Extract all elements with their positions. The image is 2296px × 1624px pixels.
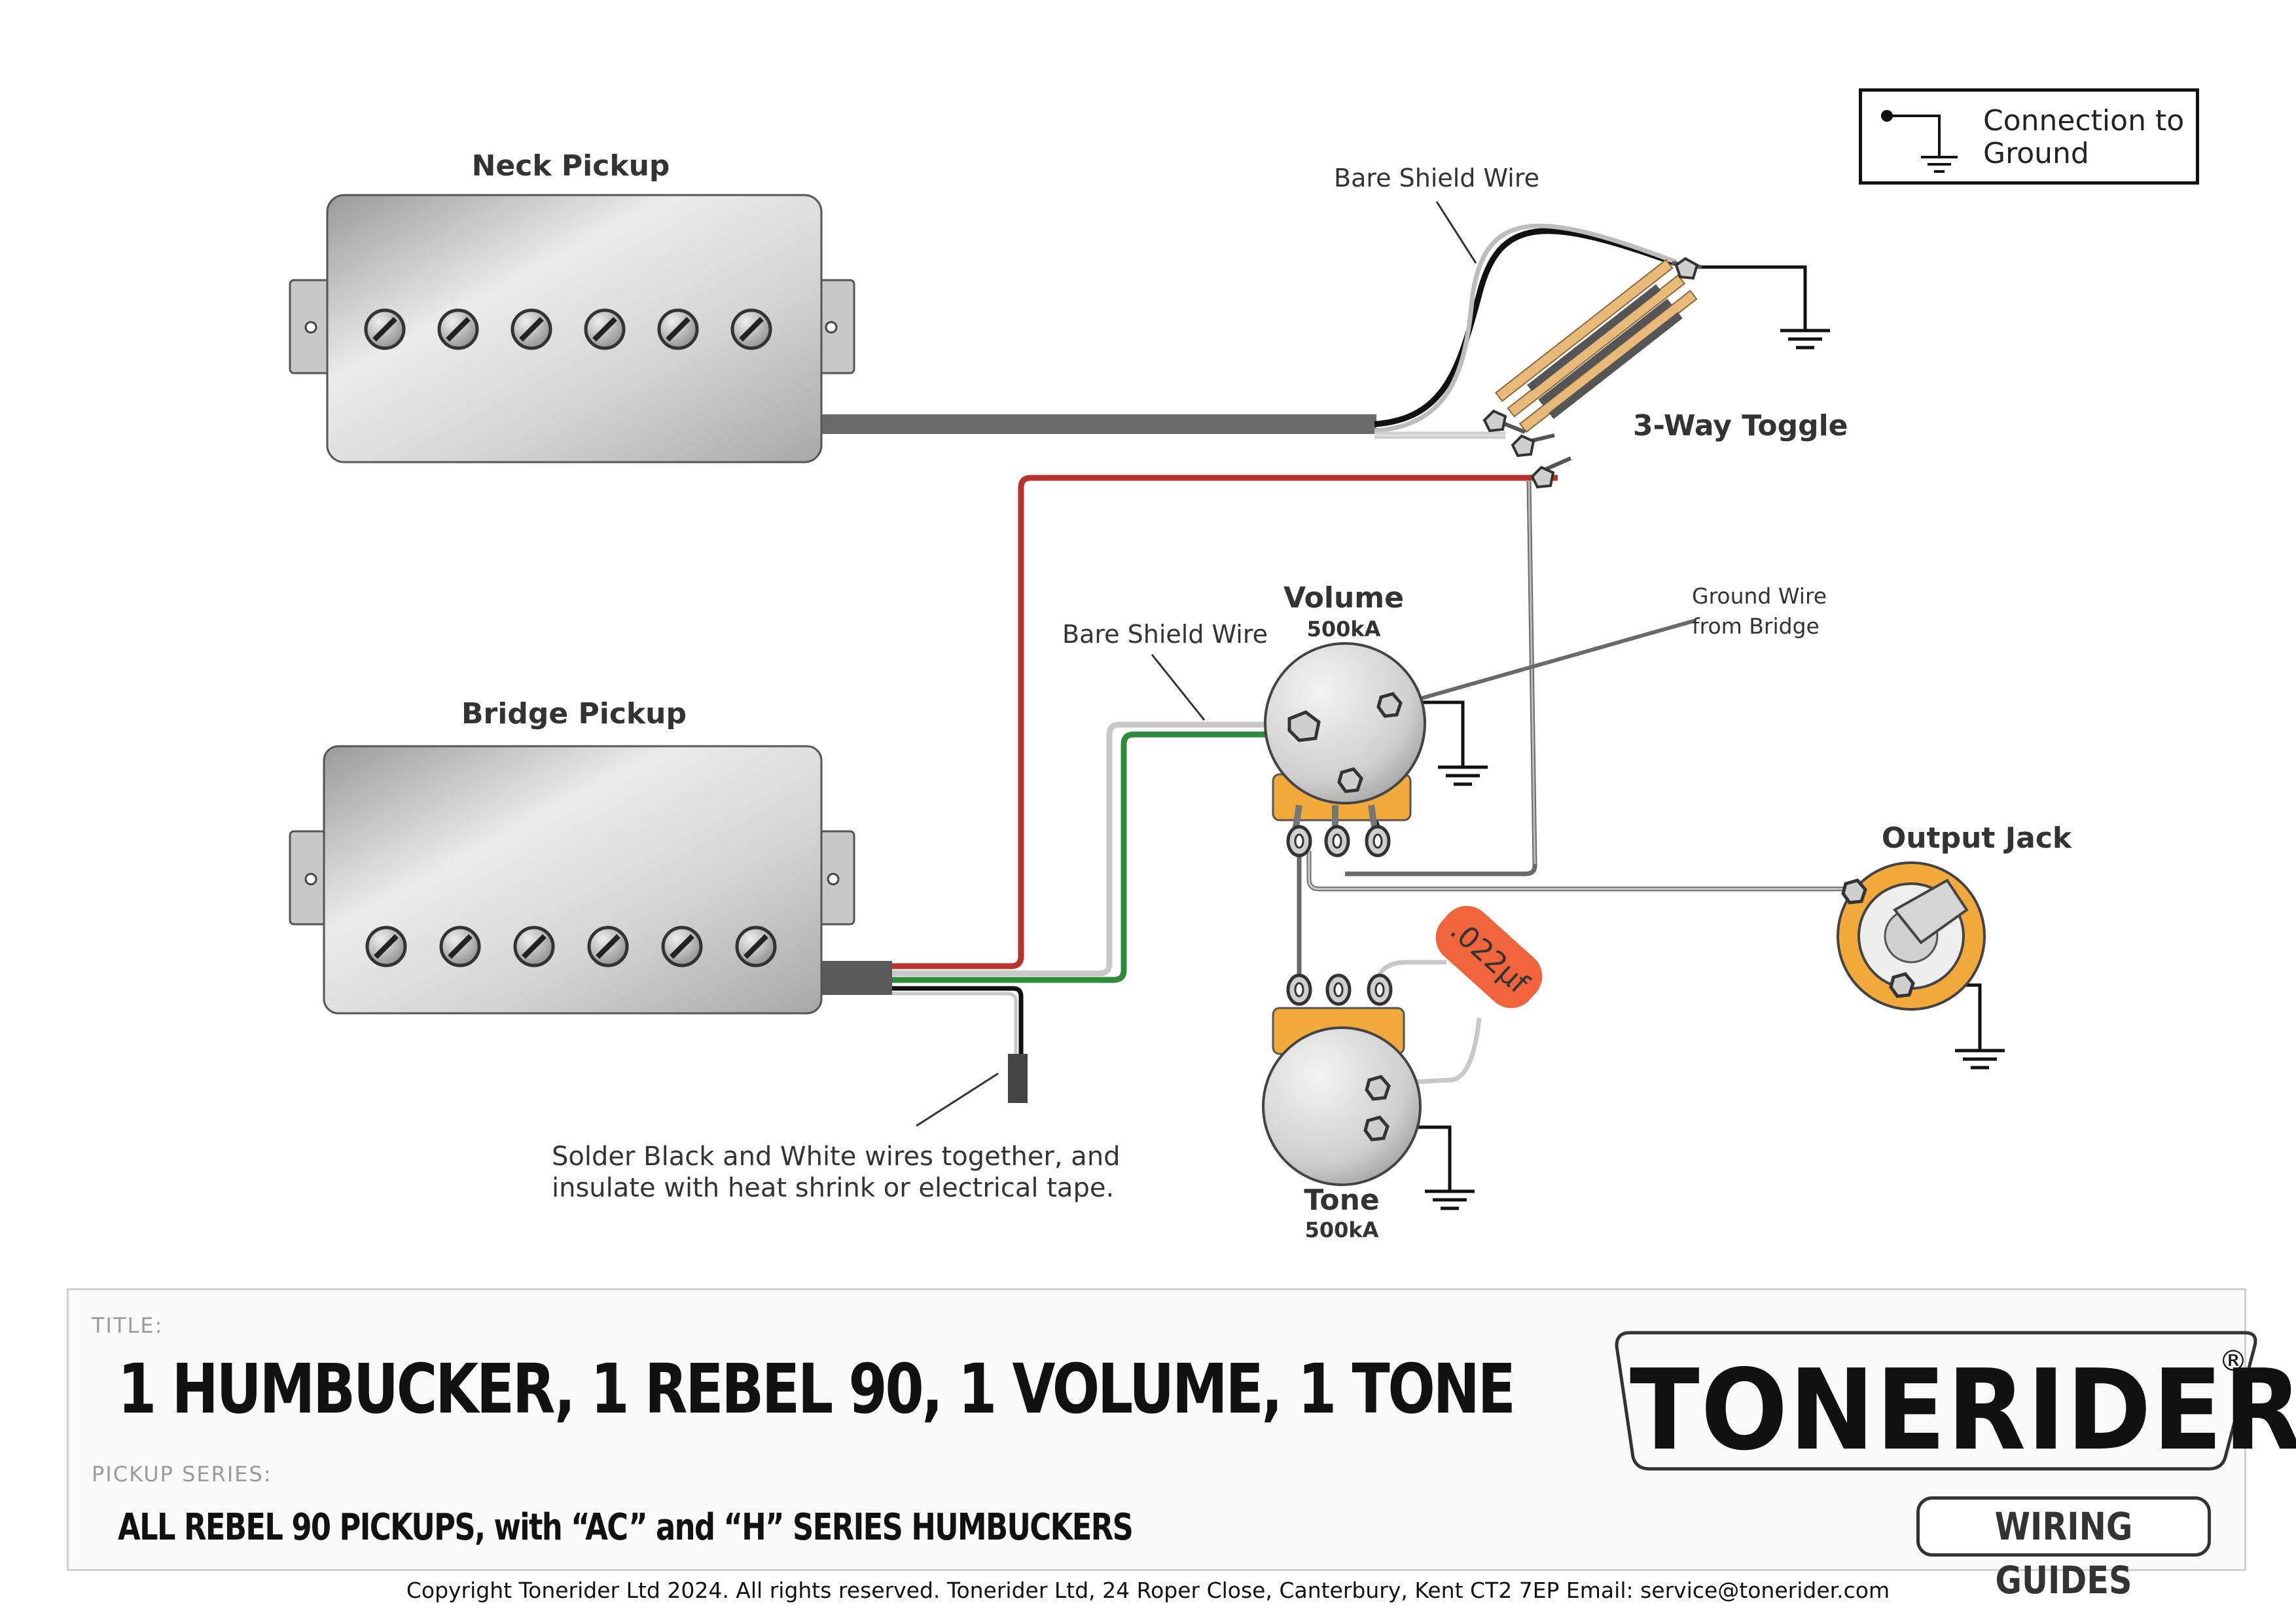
- neck-bare-wire: [1374, 223, 1677, 433]
- title-block: TITLE: 1 HUMBUCKER, 1 REBEL 90, 1 VOLUME…: [67, 1288, 2296, 1602]
- bridge-ground-wire: [1390, 619, 1696, 709]
- logo-wordmark: TONERIDER: [1630, 1346, 2296, 1475]
- bare-shield-mid-label: Bare Shield Wire: [1062, 620, 1268, 649]
- toggle-common-wire: [1345, 480, 1537, 876]
- heat-shrink: [1008, 1054, 1028, 1103]
- toggle-common-lug: [1511, 434, 1535, 458]
- tone-lug-case: [1363, 1115, 1390, 1142]
- ground-wire-label-2: from Bridge: [1692, 613, 1820, 639]
- neck-pickup: [289, 194, 855, 463]
- ground-symbol-volume: [1438, 759, 1488, 786]
- logo-outline: [1615, 1331, 2257, 1471]
- neck-pole-screws: [364, 308, 772, 350]
- copyright-footer: Copyright Tonerider Ltd 2024. All rights…: [406, 1578, 1890, 1603]
- volume-lug-input: [1287, 710, 1321, 742]
- volume-to-jack-wire: [1306, 851, 1852, 892]
- ground-legend-text: Connection to Ground: [1983, 104, 2185, 170]
- bridge-bare-wire: [892, 721, 1309, 977]
- toggle-label: 3-Way Toggle: [1633, 409, 1848, 442]
- neck-pickup-label: Neck Pickup: [472, 149, 670, 183]
- bare-shield-mid-leader: [1151, 654, 1206, 721]
- diagram-title: 1 HUMBUCKER, 1 REBEL 90, 1 VOLUME, 1 TON…: [118, 1349, 1516, 1429]
- bridge-pole-screws: [365, 926, 777, 967]
- volume-lug-back: [1337, 767, 1363, 793]
- bare-shield-top-label: Bare Shield Wire: [1334, 164, 1539, 192]
- bridge-white-wire: [892, 992, 1018, 1060]
- title-caption: TITLE:: [92, 1313, 164, 1338]
- wires: [821, 223, 1982, 1185]
- ground-symbol-toggle: [1780, 314, 1830, 350]
- jack-hot-lug: [1841, 878, 1867, 905]
- ground-legend-icon: [1881, 110, 1958, 173]
- neck-pickup-cable: [821, 414, 1376, 434]
- solder-note-line1: Solder Black and White wires together, a…: [552, 1142, 1121, 1172]
- ground-symbol-jack: [1955, 1044, 2005, 1070]
- neck-black-wire: [1374, 228, 1677, 427]
- ground-legend: Connection to Ground: [1859, 88, 2199, 185]
- jack-ground-lug: [1889, 972, 1915, 998]
- pickup-series: ALL REBEL 90 PICKUPS, with “AC” and “H” …: [118, 1506, 1134, 1549]
- ground-wire-label-1: Ground Wire: [1692, 583, 1827, 609]
- series-caption: PICKUP SERIES:: [92, 1462, 272, 1487]
- bridge-pickup-cable: [821, 961, 892, 995]
- bridge-red-wire: [892, 475, 1558, 969]
- output-jack-label: Output Jack: [1882, 821, 2073, 855]
- toggle-ground-wire: [1702, 265, 1807, 314]
- bare-shield-top-leader: [1435, 201, 1477, 264]
- volume-value: 500kA: [1307, 617, 1381, 641]
- toggle-ground-lug: [1674, 257, 1699, 280]
- bridge-green-wire: [892, 731, 1302, 983]
- volume-label: Volume: [1283, 581, 1404, 615]
- bridge-pickup-label: Bridge Pickup: [461, 697, 687, 731]
- solder-note-line2: insulate with heat shrink or electrical …: [552, 1173, 1114, 1203]
- tone-label: Tone: [1304, 1183, 1380, 1217]
- logo-subtitle: WIRING GUIDES: [1916, 1496, 2211, 1602]
- three-way-toggle: [1482, 257, 1702, 489]
- wiring-diagram: Neck Pickup Bridge Pickup: [289, 149, 2073, 1242]
- toggle-bridge-lug: [1530, 465, 1555, 489]
- tonerider-logo: TONERIDER ® WIRING GUIDES: [1597, 1320, 2296, 1602]
- bridge-pickup: [289, 745, 855, 1015]
- volume-lug-case: [1376, 692, 1403, 718]
- tone-lug-wiper: [1365, 1075, 1391, 1101]
- registered-mark: ®: [2219, 1344, 2248, 1378]
- ground-symbol-tone: [1425, 1185, 1475, 1210]
- output-jack: [1837, 861, 1986, 1011]
- toggle-neck-lug: [1482, 409, 1507, 433]
- capacitor: .022μf: [1435, 906, 1543, 1008]
- volume-pot: [1264, 642, 1426, 857]
- logo-subtitle-text: WIRING GUIDES: [1994, 1504, 2133, 1602]
- jack-tip-lug: [1892, 878, 1969, 945]
- solder-note-leader: [916, 1072, 999, 1127]
- bridge-black-wire: [892, 986, 1024, 1060]
- cap-lead-2: [1387, 1017, 1482, 1086]
- tone-pot: [1262, 973, 1422, 1186]
- tone-value: 500kA: [1305, 1218, 1379, 1242]
